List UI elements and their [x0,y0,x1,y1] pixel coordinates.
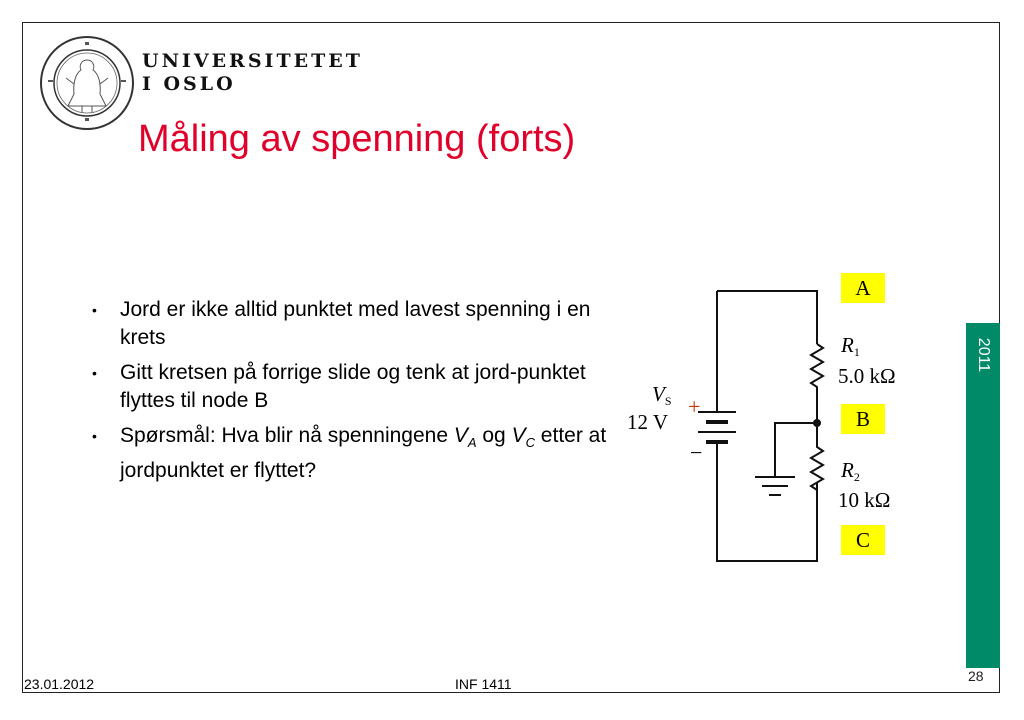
bullet-text-2: Gitt kretsen på forrige slide og tenk at… [120,361,586,412]
r2-symbol: R [841,458,854,482]
battery-icon [698,411,736,444]
university-name: UNIVERSITETET I OSLO [142,50,363,96]
bullet-text-3-part2: og [476,424,512,447]
plus-sign: + [688,394,701,419]
source-symbol: V [652,382,665,406]
sidebar-bar [966,323,1000,668]
bullet-text-1: Jord er ikke alltid punktet med lavest s… [120,298,591,349]
variable-va-symbol: V [453,424,468,447]
r1-value: 5.0 kΩ [838,364,896,388]
circuit-diagram [698,290,825,562]
r2-value: 10 kΩ [838,488,891,512]
source-label: VS [652,382,672,409]
node-b-dot [813,419,821,427]
r2-subscript: 2 [853,470,860,484]
university-name-line1: UNIVERSITETET [142,50,363,72]
r1-subscript: 1 [853,345,860,359]
wire-top [717,290,818,344]
minus-sign: − [690,440,703,465]
r2-label: R2 [841,458,860,485]
bullet-list: • Jord er ikke alltid punktet med lavest… [92,296,612,492]
bullet-dot-icon: • [92,365,97,381]
variable-vc: VC [511,424,535,450]
bullet-dot-icon: • [92,428,97,444]
slide-title: Måling av spenning (forts) [138,118,576,160]
wire-ground-branch [774,422,817,477]
sidebar-year: 2011 [975,337,992,373]
variable-vc-symbol: V [511,424,526,447]
page-number: 28 [968,668,984,684]
node-label-c: C [841,525,885,555]
bullet-item-2: • Gitt kretsen på forrige slide og tenk … [92,359,612,415]
university-name-line2: I OSLO [142,73,236,95]
variable-vc-subscript: C [525,435,535,450]
resistor-r2-icon [809,423,825,492]
university-seal-logo [40,36,134,130]
bullet-item-1: • Jord er ikke alltid punktet med lavest… [92,296,612,352]
bullet-text-3-part1: Spørsmål: Hva blir nå spenningene [120,424,454,447]
source-value: 12 V [627,410,669,434]
footer-date: 23.01.2012 [24,676,95,692]
r1-symbol: R [841,333,854,357]
source-subscript: S [664,394,672,408]
bullet-dot-icon: • [92,302,97,318]
variable-va: VA [453,424,477,450]
bullet-text-3-part3: etter at jordpunktet er flyttet? [120,424,607,482]
footer-course: INF 1411 [455,676,512,692]
ground-icon [755,476,795,496]
node-label-b: B [841,404,885,434]
r1-label: R1 [841,333,860,360]
bullet-item-3: • Spørsmål: Hva blir nå spenningene VA o… [92,422,612,485]
wire-left-bottom [716,442,818,562]
node-label-a: A [841,273,885,303]
variable-va-subscript: A [467,435,477,450]
resistor-r1-icon [809,343,825,423]
